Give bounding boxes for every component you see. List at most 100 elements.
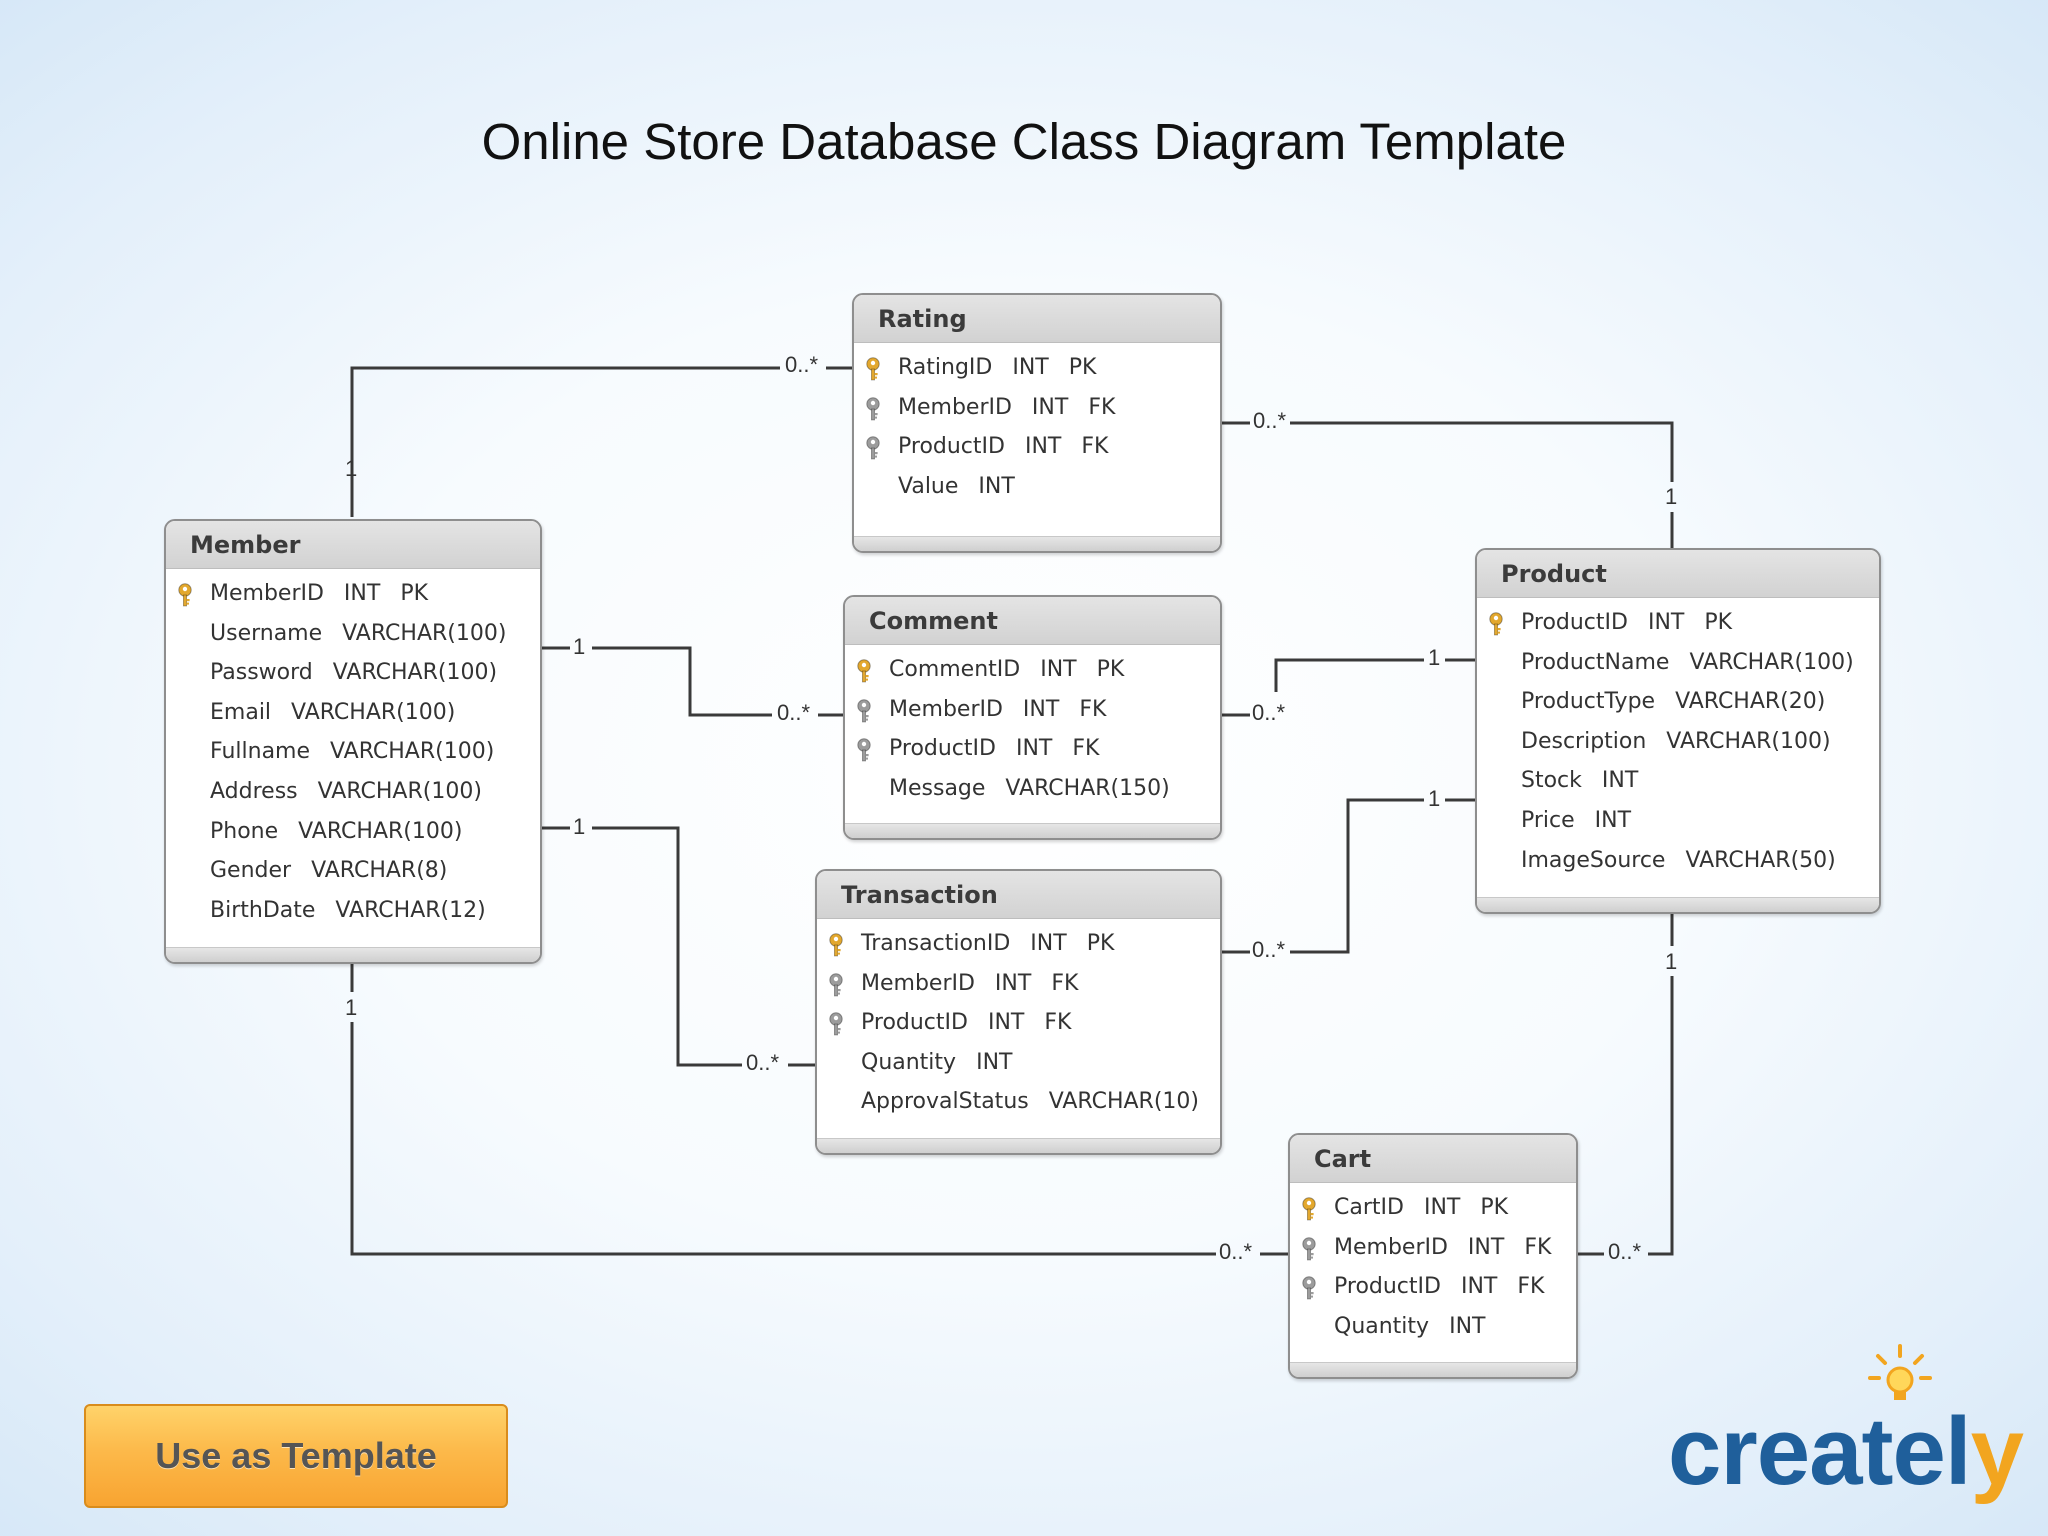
field-name: Quantity [1334, 1313, 1430, 1339]
field-type: INT [1022, 696, 1060, 722]
field-type: INT [1012, 355, 1049, 380]
cart-field-quantity[interactable]: Quantity INT [1290, 1307, 1576, 1347]
creately-logo: creately [1668, 1342, 2024, 1512]
transaction-field-transactionid[interactable]: TransactionID INT PK [817, 924, 1220, 964]
field-type: VARCHAR(100) [330, 739, 495, 765]
field-name: TransactionID [861, 931, 1011, 956]
connector-member-transaction [592, 826, 742, 1067]
field-name: Phone [210, 818, 279, 844]
field-name: MemberID [1334, 1234, 1448, 1260]
product-field-price[interactable]: Price INT [1477, 801, 1879, 841]
rating-field-value[interactable]: Value INT [854, 467, 1220, 507]
foreign-key-icon [864, 397, 882, 421]
foreign-key-icon [855, 738, 873, 762]
field-type: INT [1030, 931, 1067, 956]
field-name: Email [210, 699, 272, 725]
connector-member-cart-main [350, 1022, 1216, 1256]
field-key: FK [1524, 1234, 1552, 1260]
foreign-key-icon [827, 973, 845, 997]
mult-product-comment-from: 1 [1428, 645, 1441, 670]
diagram-title: Online Store Database Class Diagram Temp… [481, 113, 1567, 170]
field-type: VARCHAR(10) [1048, 1089, 1200, 1115]
field-key: PK [1086, 931, 1115, 956]
field-name: Description [1521, 728, 1647, 754]
field-type: VARCHAR(50) [1685, 847, 1836, 873]
use-as-template-button[interactable]: Use as Template [84, 1404, 508, 1508]
field-name: Stock [1521, 768, 1582, 794]
mult-product-comment-to: 0..* [1252, 700, 1286, 725]
foreign-key-icon [1300, 1237, 1318, 1261]
field-name: Value [898, 473, 959, 499]
field-type: VARCHAR(100) [317, 778, 482, 804]
field-name: CommentID [889, 657, 1021, 682]
field-type: INT [1601, 768, 1639, 794]
field-name: Fullname [210, 739, 311, 765]
product-field-stock[interactable]: Stock INT [1477, 761, 1879, 801]
field-name: Quantity [861, 1049, 957, 1075]
field-name: Price [1521, 807, 1575, 833]
field-type: INT [987, 1010, 1025, 1036]
field-type: VARCHAR(100) [291, 699, 456, 725]
field-type: INT [1594, 807, 1632, 833]
mult-member-comment-from: 1 [573, 634, 586, 659]
mult-member-cart-to: 0..* [1219, 1239, 1253, 1264]
field-key: PK [1480, 1195, 1509, 1220]
field-key: PK [1096, 657, 1125, 682]
mult-member-comment-to: 0..* [777, 700, 811, 725]
field-type: INT [978, 473, 1015, 499]
field-name: RatingID [898, 355, 993, 380]
member-field-fullname[interactable]: Fullname VARCHAR(100) [166, 732, 540, 772]
field-key: FK [1088, 394, 1116, 420]
foreign-key-icon [827, 1012, 845, 1036]
mult-product-transaction-from: 1 [1428, 786, 1441, 811]
field-type: INT [343, 581, 381, 606]
primary-key-icon [1487, 612, 1505, 636]
mult-member-rating-to: 0..* [785, 352, 819, 377]
field-name: CartID [1334, 1195, 1404, 1220]
member-field-email[interactable]: Email VARCHAR(100) [166, 693, 540, 733]
foreign-key-icon [855, 699, 873, 723]
field-key: FK [1079, 696, 1107, 722]
field-name: MemberID [210, 581, 324, 606]
connector-member-comment [592, 646, 772, 717]
mult-member-cart-from: 1 [345, 995, 358, 1020]
field-type: INT [1024, 434, 1062, 460]
connector-product-rating [1290, 421, 1674, 482]
field-type: VARCHAR(100) [1689, 649, 1854, 675]
field-type: INT [1449, 1313, 1486, 1339]
field-name: ProductType [1521, 689, 1656, 715]
field-name: Gender [210, 858, 292, 884]
